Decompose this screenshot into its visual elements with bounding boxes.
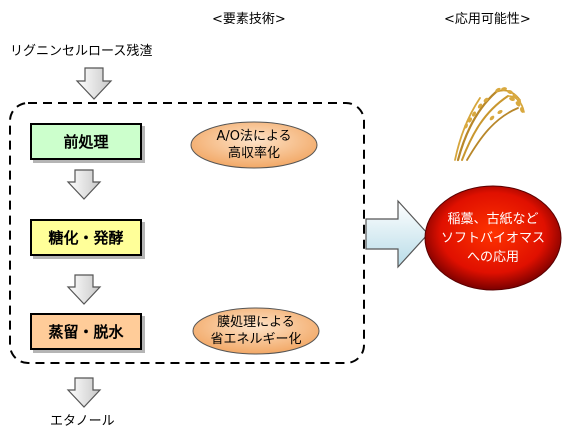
down-arrow-icon	[66, 274, 102, 305]
down-arrow-icon	[66, 377, 102, 408]
note-1-line2: 高収率化	[227, 146, 280, 161]
down-arrow-icon	[75, 67, 113, 100]
note-2-line2: 省エネルギー化	[210, 332, 302, 347]
application-ellipse	[424, 185, 562, 291]
note-2-line1: 膜処理による	[217, 315, 295, 330]
step-distillation-dehydration: 蒸留・脱水	[30, 313, 142, 350]
rice-plant-icon	[454, 87, 525, 162]
step-pretreatment: 前処理	[30, 123, 142, 160]
down-arrow-icon	[66, 169, 102, 200]
note-high-yield: A/O法による 高収率化	[191, 122, 317, 168]
application-text: 稲藁、古紙など ソフトバイオマス への応用	[427, 200, 559, 276]
application-line2: ソフトバイオマス	[440, 230, 545, 246]
note-ellipse-1	[190, 121, 318, 169]
input-label: リグニンセルロース残渣	[10, 44, 153, 59]
application-line3: への応用	[466, 249, 519, 265]
header-application: <応用可能性>	[444, 12, 531, 27]
process-container	[9, 102, 365, 364]
right-arrow-icon	[365, 199, 429, 269]
note-energy-saving: 膜処理による 省エネルギー化	[193, 308, 319, 354]
application-line1: 稲藁、古紙など	[447, 211, 539, 227]
step-saccharification-fermentation: 糖化・発酵	[30, 219, 142, 256]
note-1-line1: A/O法による	[216, 129, 292, 144]
output-label: エタノール	[50, 414, 115, 429]
note-ellipse-2	[192, 307, 320, 355]
header-element-technology: <要素技術>	[212, 12, 286, 27]
